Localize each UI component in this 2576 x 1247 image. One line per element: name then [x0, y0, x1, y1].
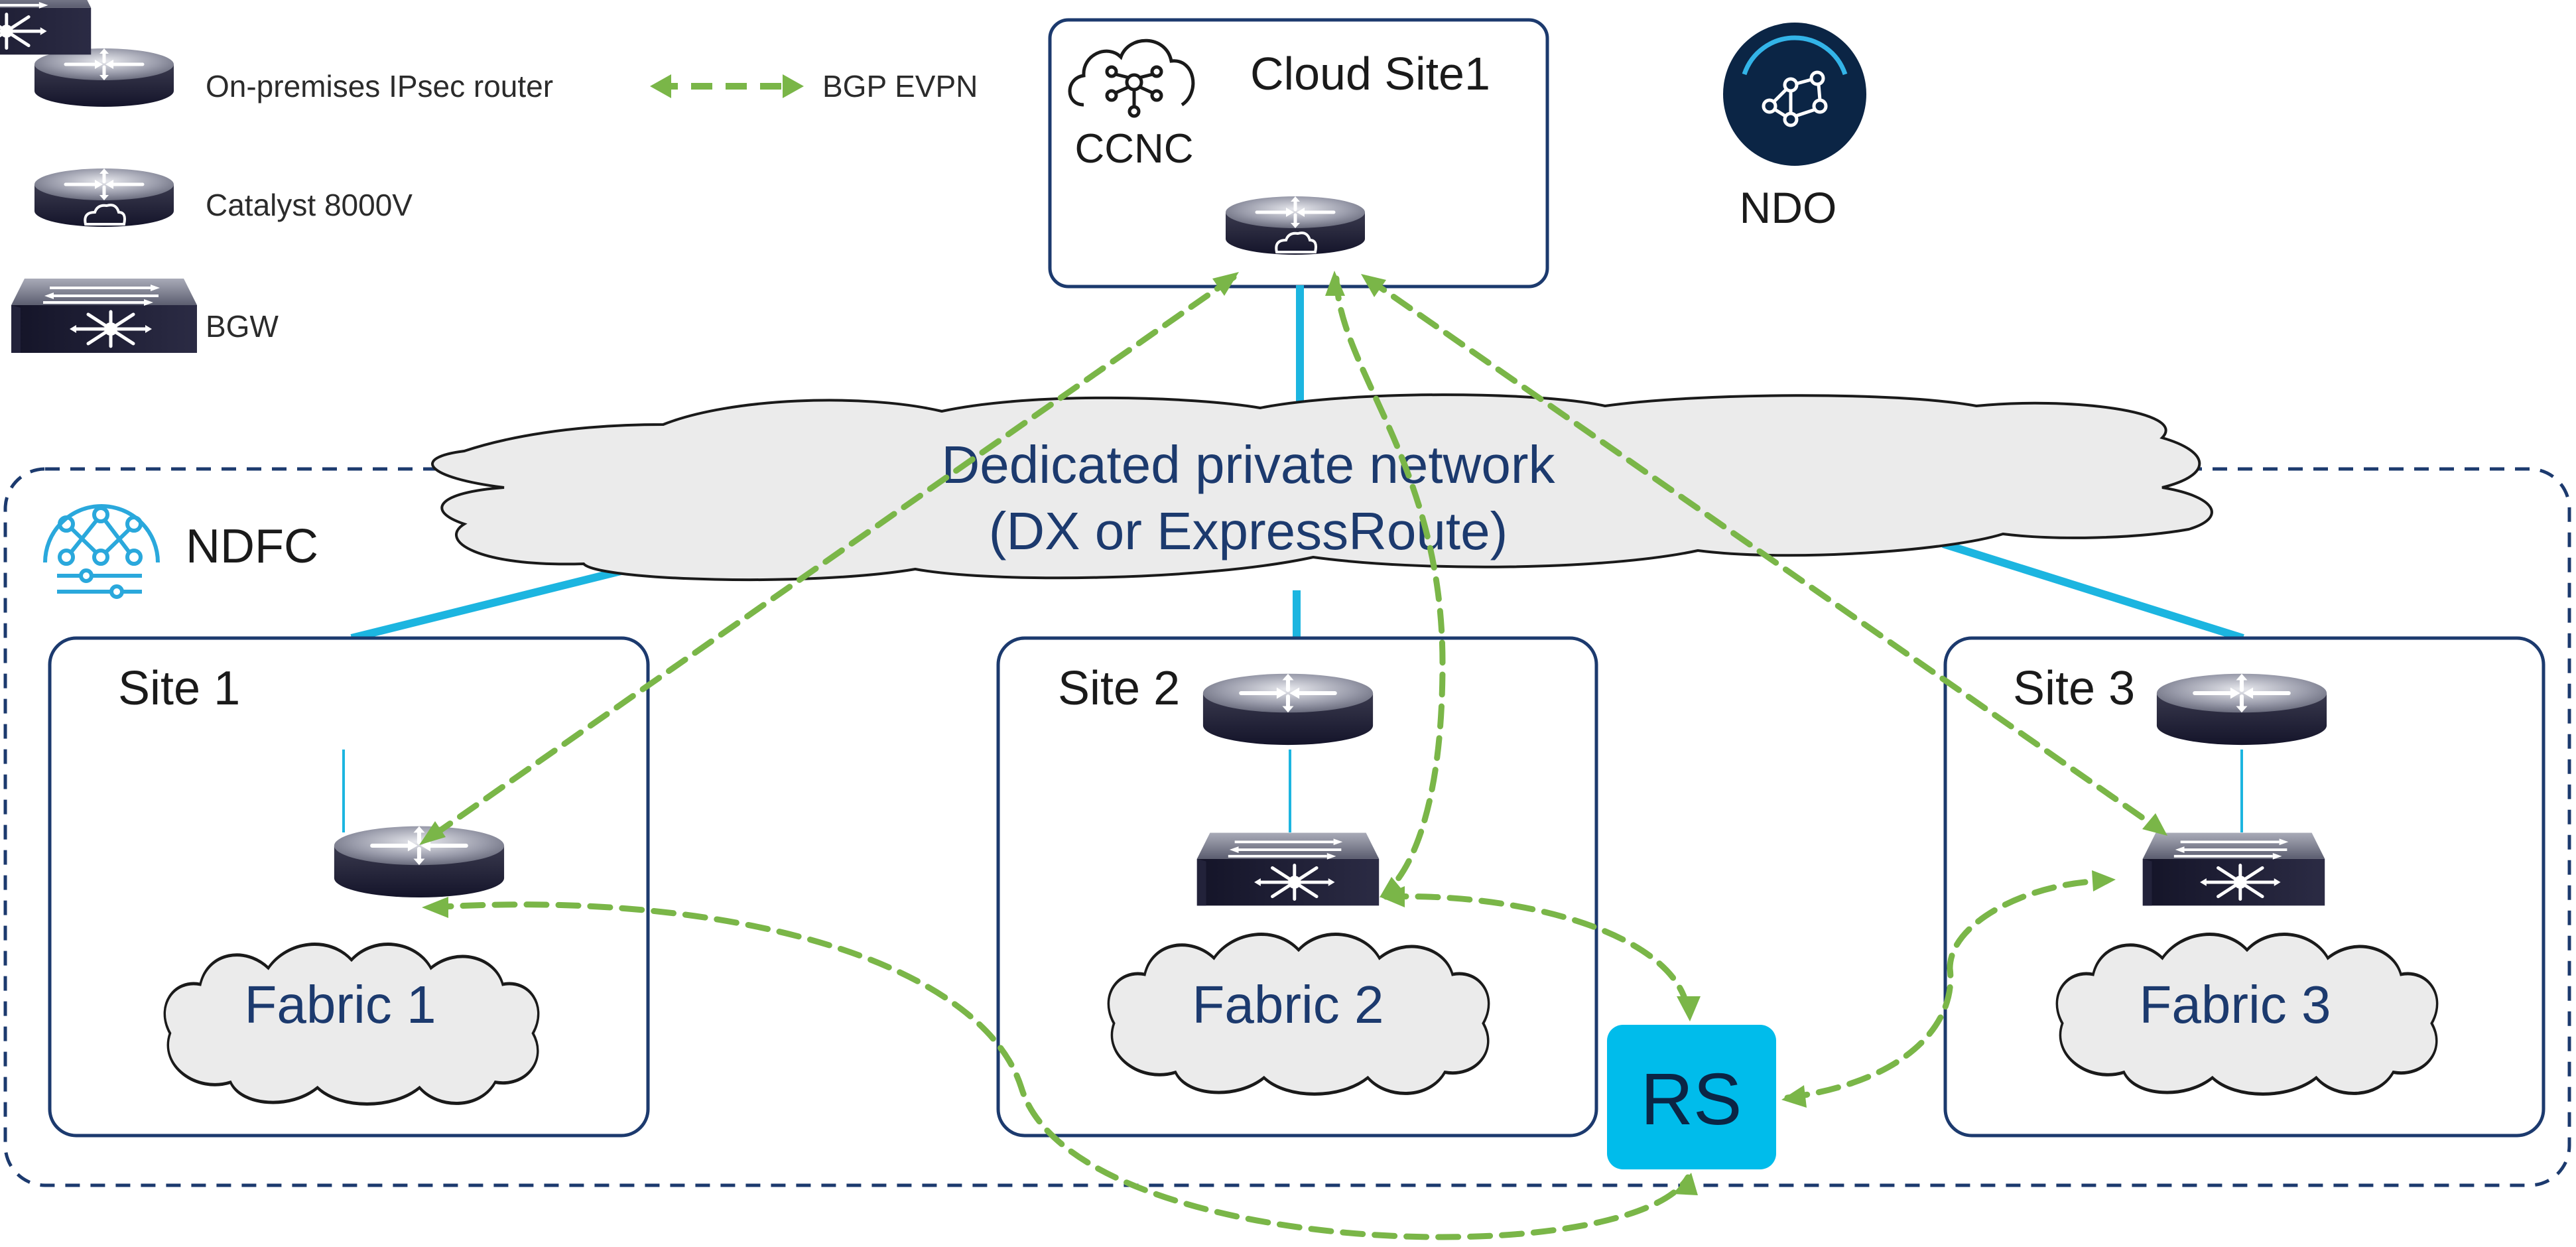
ndfc-label: NDFC: [186, 520, 318, 573]
arrowhead-cloud-b: [1325, 271, 1345, 296]
bgp-site1-rs: [428, 901, 1691, 1240]
catalyst-router-icon: [34, 168, 174, 227]
site-1-router: [334, 826, 504, 897]
cloud-site-title: Cloud Site1: [1250, 48, 1490, 99]
link-site3-network: [1942, 540, 2244, 642]
bgp-arrowheads: [419, 271, 2167, 1195]
ndo-label: NDO: [1740, 183, 1837, 232]
network-title-line2: (DX or ExpressRoute): [989, 501, 1508, 560]
arrowhead-site3-a: [2142, 813, 2167, 836]
fabric-2-label: Fabric 2: [1192, 975, 1384, 1034]
arrowhead-rs-c: [1781, 1085, 1807, 1108]
legend: On-premises IPsec router Catalyst 8000V …: [11, 48, 978, 353]
link-site1-network: [350, 563, 638, 642]
site-2-label: Site 2: [1058, 662, 1180, 715]
arrowhead-site1-b: [422, 897, 448, 918]
bgp-site3-rs: [1784, 878, 2109, 1101]
site-3-bgw-switch: [2143, 833, 2325, 906]
legend-label-bgw: BGW: [206, 309, 279, 344]
router-icon: [34, 48, 174, 107]
network-title-line1: Dedicated private network: [942, 435, 1556, 494]
arrowhead-cloud-a: [1212, 272, 1239, 296]
site-3: Site 3 Fabric 3: [1943, 636, 2545, 1138]
ccnc-cloud-icon: [1068, 38, 1195, 118]
legend-label-router: On-premises IPsec router: [206, 69, 553, 103]
site-1: Site 1 Fabric 1: [0, 0, 650, 1138]
private-network-cloud: [431, 393, 2213, 582]
fabric-3-label: Fabric 3: [2140, 975, 2331, 1034]
arrowhead-rs-b: [1677, 996, 1701, 1021]
arrowhead-rs-a: [1673, 1173, 1698, 1195]
arrowhead-site1-a: [419, 821, 446, 845]
arrowhead-site3-b: [2092, 870, 2116, 891]
route-server-label: RS: [1641, 1059, 1742, 1140]
site-1-bgw-switch: [0, 0, 91, 54]
arrowhead-site2-b: [1380, 886, 1405, 907]
ndfc-icon: [43, 504, 160, 599]
route-server-box: [1607, 1025, 1776, 1169]
site-3-label: Site 3: [2013, 662, 2135, 715]
bgp-evpn-arrow-icon: [650, 74, 804, 98]
site-2-router: [1203, 674, 1373, 745]
arrowhead-cloud-c: [1361, 274, 1386, 297]
ndo-icon: [1723, 23, 1866, 166]
site-1-label: Site 1: [118, 662, 240, 715]
legend-label-bgp-evpn: BGP EVPN: [822, 69, 978, 103]
bgp-cloud-site3: [1364, 275, 2162, 832]
legend-label-catalyst: Catalyst 8000V: [206, 188, 413, 222]
catalyst-8000v-router: [1226, 196, 1365, 255]
site-2-bgw-switch: [1197, 833, 1379, 906]
fabric-1-label: Fabric 1: [245, 975, 436, 1034]
site-2: Site 2 Fabric 2: [996, 636, 1598, 1138]
physical-links: [350, 285, 2244, 642]
bgp-cloud-site2: [1333, 275, 1446, 895]
bgw-switch-icon: [11, 279, 197, 353]
bgp-cloud-site1: [424, 274, 1237, 842]
bgp-site2-rs: [1383, 893, 1691, 1015]
site-3-router: [2157, 674, 2327, 745]
ccnc-label: CCNC: [1074, 126, 1193, 172]
bgp-evpn-sessions: [424, 274, 2162, 1240]
